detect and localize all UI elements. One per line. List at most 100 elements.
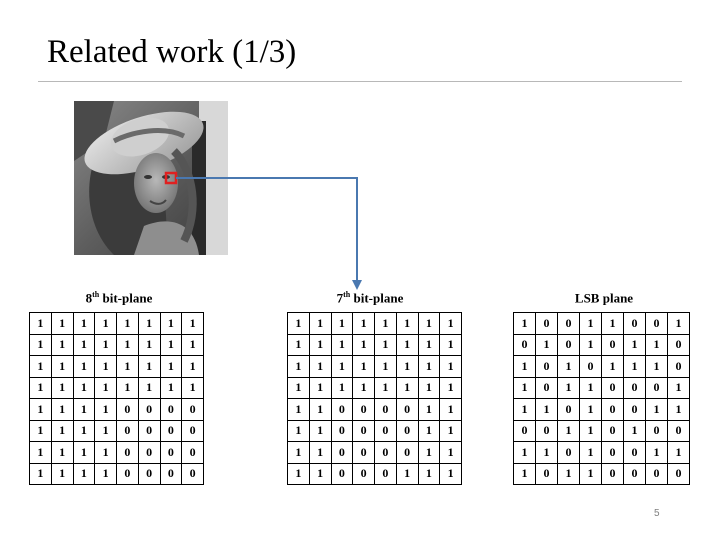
title-divider (38, 81, 682, 82)
plane-label-7th: 7th bit-plane (336, 290, 404, 306)
grid-cell: 0 (668, 334, 690, 356)
plane-label-8th: 8th bit-plane (85, 290, 153, 306)
grid-cell: 1 (440, 399, 462, 421)
grid-cell: 1 (288, 420, 310, 442)
grid-cell: 1 (95, 399, 117, 421)
grid-cell: 1 (580, 334, 602, 356)
grid-cell: 1 (73, 356, 96, 378)
grid-cell: 0 (117, 420, 139, 442)
grid-cell: 1 (160, 334, 183, 356)
grid-cell: 1 (418, 377, 441, 399)
grid-cell: 0 (353, 463, 375, 485)
grid-cell: 1 (440, 463, 462, 485)
grid-cell: 1 (418, 463, 441, 485)
grid-cell: 1 (514, 463, 536, 485)
grid-cell: 1 (668, 442, 690, 464)
grid-cell: 1 (440, 442, 462, 464)
grid-cell: 1 (73, 442, 96, 464)
page-number: 5 (654, 508, 660, 519)
grid-cell: 1 (602, 313, 624, 335)
grid-cell: 1 (51, 399, 74, 421)
grid-cell: 1 (514, 399, 536, 421)
grid-cell: 1 (30, 463, 52, 485)
grid-cell: 1 (353, 313, 375, 335)
grid-cell: 1 (30, 356, 52, 378)
grid-cell: 0 (138, 399, 161, 421)
grid-cell: 1 (309, 442, 332, 464)
grid-cell: 1 (288, 463, 310, 485)
grid-cell: 0 (624, 463, 646, 485)
grid-cell: 1 (30, 420, 52, 442)
grid-cell: 0 (138, 420, 161, 442)
grid-cell: 0 (602, 420, 624, 442)
slide-title: Related work (1/3) (47, 34, 297, 70)
grid-cell: 1 (95, 313, 117, 335)
grid-cell: 0 (602, 334, 624, 356)
grid-cell: 1 (51, 442, 74, 464)
grid-cell: 0 (602, 463, 624, 485)
grid-cell: 0 (375, 442, 397, 464)
grid-cell: 1 (30, 399, 52, 421)
grid-cell: 0 (353, 442, 375, 464)
grid-cell: 1 (536, 442, 558, 464)
grid-cell: 1 (73, 463, 96, 485)
grid-cell: 0 (536, 377, 558, 399)
grid-cell: 1 (138, 334, 161, 356)
grid-cell: 0 (536, 463, 558, 485)
grid-cell: 0 (117, 463, 139, 485)
grid-cell: 0 (160, 399, 183, 421)
grid-cell: 0 (668, 463, 690, 485)
grid-cell: 1 (95, 377, 117, 399)
grid-cell: 0 (182, 399, 204, 421)
grid-cell: 1 (73, 420, 96, 442)
grid-cell: 0 (331, 399, 354, 421)
grid-cell: 0 (646, 377, 668, 399)
grid-cell: 1 (331, 313, 354, 335)
grid-cell: 0 (558, 334, 580, 356)
grid-cell: 1 (418, 399, 441, 421)
grid-cell: 0 (331, 420, 354, 442)
grid-cell: 1 (309, 399, 332, 421)
grid-cell: 1 (396, 334, 419, 356)
grid-cell: 1 (580, 420, 602, 442)
grid-cell: 1 (558, 463, 580, 485)
grid-cell: 1 (309, 377, 332, 399)
grid-cell: 1 (117, 334, 139, 356)
grid-cell: 1 (668, 377, 690, 399)
grid-cell: 0 (558, 399, 580, 421)
grid-cell: 1 (646, 334, 668, 356)
grid-cell: 1 (309, 420, 332, 442)
grid-cell: 1 (396, 377, 419, 399)
grid-cell: 1 (375, 334, 397, 356)
grid-cell: 1 (668, 313, 690, 335)
grid-cell: 0 (396, 420, 419, 442)
grid-cell: 1 (536, 399, 558, 421)
grid-cell: 0 (668, 356, 690, 378)
grid-cell: 1 (624, 356, 646, 378)
grid-cell: 0 (602, 442, 624, 464)
grid-cell: 1 (288, 442, 310, 464)
grid-cell: 0 (182, 463, 204, 485)
grid-cell: 1 (117, 313, 139, 335)
grid-cell: 1 (624, 420, 646, 442)
grid-cell: 1 (73, 399, 96, 421)
plane-label-lsb: LSB plane (574, 290, 634, 306)
grid-cell: 0 (602, 377, 624, 399)
grid-cell: 1 (288, 334, 310, 356)
grid-cell: 1 (117, 377, 139, 399)
grid-cell: 0 (514, 420, 536, 442)
grid-cell: 1 (331, 377, 354, 399)
grid-cell: 1 (602, 356, 624, 378)
grid-cell: 1 (95, 442, 117, 464)
grid-cell: 0 (558, 442, 580, 464)
grid-cell: 1 (51, 463, 74, 485)
grid-cell: 0 (396, 442, 419, 464)
grid-cell: 1 (182, 377, 204, 399)
grid-cell: 1 (73, 334, 96, 356)
grid-cell: 1 (288, 399, 310, 421)
grid-cell: 1 (331, 356, 354, 378)
grid-cell: 1 (580, 377, 602, 399)
grid-cell: 1 (418, 313, 441, 335)
